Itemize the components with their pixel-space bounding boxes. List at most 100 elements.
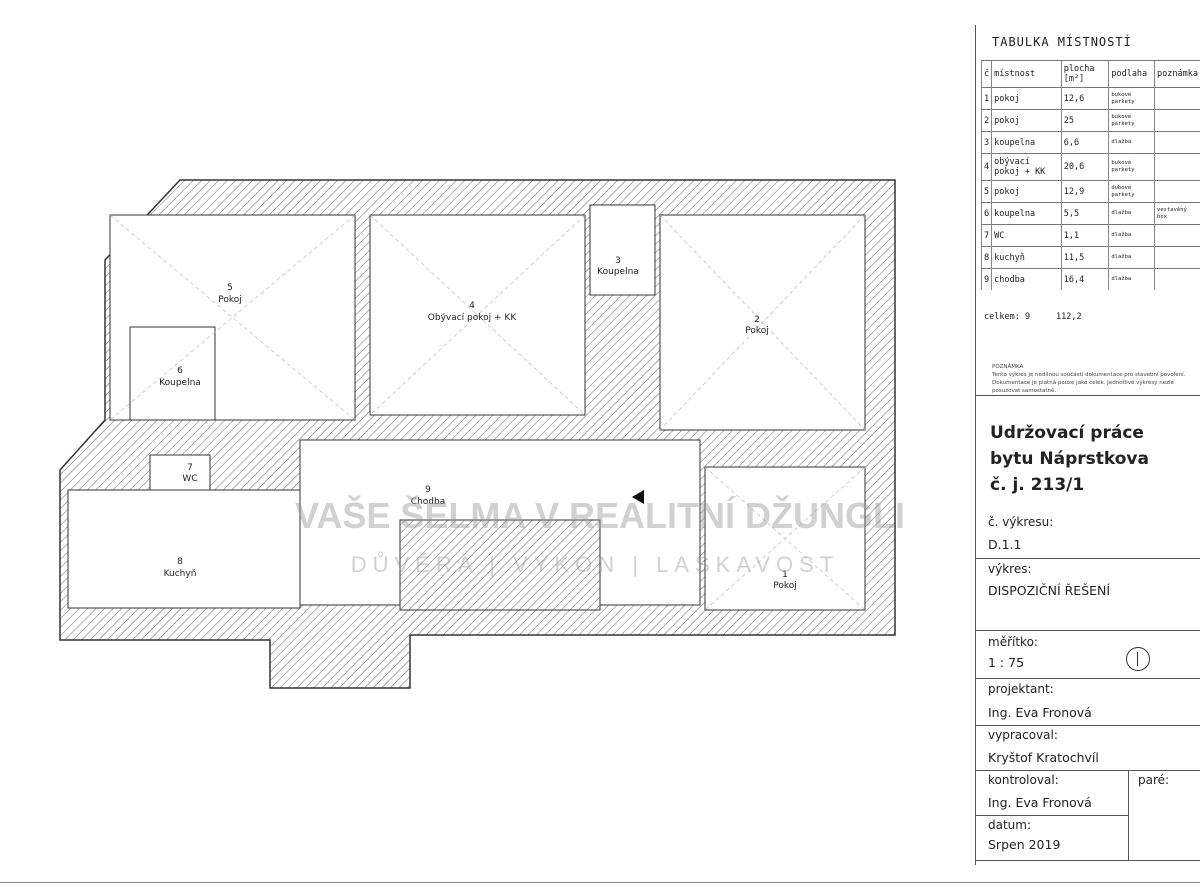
total-value: 112,2 (1056, 312, 1082, 322)
row-floor: dlažba (1108, 202, 1155, 225)
scale: 1 : 75 (988, 655, 1025, 670)
row-room: koupelna (991, 131, 1062, 154)
room-3 (589, 204, 656, 296)
row-no: 1 (980, 87, 992, 110)
row-floor: dlažba (1108, 224, 1155, 247)
row-no: 6 (980, 202, 992, 225)
title-block: TABULKA MÍSTNOSTÍ č místnost plocha [m²]… (975, 25, 1200, 865)
table-header: č místnost plocha [m²] podlaha poznámka (980, 60, 1200, 88)
drawing-no: D.1.1 (988, 537, 1022, 552)
row-no: 9 (980, 268, 992, 290)
row-note (1154, 268, 1200, 290)
row-room: koupelna (991, 202, 1062, 225)
checked-label: kontroloval: (988, 773, 1059, 787)
row-floor: dlažba (1108, 131, 1155, 154)
row-note (1154, 180, 1200, 203)
watermark-line2: DŮVĚRA | VÝKON | LASKAVOST (351, 552, 840, 577)
room-7 (149, 454, 211, 491)
designer-label: projektant: (988, 682, 1054, 696)
header-room: místnost (991, 60, 1062, 88)
drawing-name: DISPOZIČNÍ ŘEŠENÍ (988, 583, 1111, 598)
note-text: Tento výkres je nedílnou součástí dokume… (992, 372, 1186, 394)
drawn-label: vypracoval: (988, 728, 1058, 742)
copies-label: paré: (1138, 773, 1170, 787)
row-area: 6,6 (1060, 131, 1109, 154)
room-8-number: 8 (177, 557, 183, 567)
row-room: pokoj (991, 87, 1062, 110)
row-note (1154, 131, 1200, 154)
row-no: 3 (980, 131, 992, 154)
project-title: Udržovací práce bytu Náprstkova č. j. 21… (990, 420, 1149, 498)
note: POZNÁMKA Tento výkres je nedílnou součás… (992, 363, 1192, 395)
row-floor: dlažba (1108, 246, 1155, 269)
table-title: TABULKA MÍSTNOSTÍ (992, 35, 1132, 49)
header-area: plocha [m²] (1060, 60, 1109, 88)
drawn-by: Kryštof Kratochvíl (988, 750, 1099, 765)
room-labels: 1 Pokoj 2 Pokoj 3 Koupelna 4 Obývací pok… (159, 256, 797, 591)
room-1-number: 1 (782, 570, 788, 580)
room-5-number: 5 (227, 283, 233, 293)
header-no: č (980, 60, 992, 88)
row-area: 12,6 (1060, 87, 1109, 110)
total-label: celkem: 9 (984, 312, 1031, 322)
room-4-number: 4 (469, 301, 475, 311)
room-6-name: Koupelna (159, 378, 201, 388)
date: Srpen 2019 (988, 837, 1061, 852)
row-floor: dubové parkety (1108, 180, 1155, 203)
row-room: kuchyň (991, 246, 1062, 269)
header-note: poznámka (1154, 60, 1200, 88)
row-room: chodba (991, 268, 1062, 290)
staircase (399, 519, 601, 611)
header-floor: podlaha (1108, 60, 1155, 88)
row-room: pokoj (991, 109, 1062, 132)
checked-by: Ing. Eva Fronová (988, 795, 1092, 810)
room-3-name: Koupelna (597, 267, 639, 277)
row-area: 20,6 (1060, 153, 1109, 181)
note-title: POZNÁMKA (992, 364, 1024, 370)
watermark-line1: VAŠE ŠELMA V REALITNÍ DŽUNGLI (295, 494, 905, 536)
row-note (1154, 246, 1200, 269)
row-no: 7 (980, 224, 992, 247)
room-table: č místnost plocha [m²] podlaha poznámka … (980, 60, 1200, 290)
room-8-name: Kuchyň (164, 568, 197, 579)
row-note: vestavěný box (1154, 202, 1200, 225)
project-line-1: Udržovací práce (990, 423, 1144, 443)
row-floor: bukové parkety (1108, 109, 1155, 132)
project-line-3: č. j. 213/1 (990, 475, 1085, 495)
room-8 (67, 489, 301, 609)
row-room: WC (991, 224, 1062, 247)
row-floor: bukové parkety (1108, 153, 1155, 181)
row-note (1154, 153, 1200, 181)
row-area: 12,9 (1060, 180, 1109, 203)
scale-label: měřítko: (988, 635, 1038, 649)
room-7-name: WC (182, 474, 197, 484)
row-room: obývací pokoj + KK (991, 153, 1062, 181)
row-floor: bukové parkety (1108, 87, 1155, 110)
entrance-arrow-icon (632, 490, 644, 504)
room-6-number: 6 (177, 366, 183, 376)
row-note (1154, 224, 1200, 247)
room-4-name: Obývací pokoj + KK (428, 313, 518, 323)
designer: Ing. Eva Fronová (988, 705, 1092, 720)
room-4 (369, 214, 586, 416)
room-9-number: 9 (425, 485, 431, 495)
north-arrow-icon (1126, 647, 1150, 671)
row-area: 16,4 (1060, 268, 1109, 290)
drawing-label: výkres: (988, 562, 1032, 576)
room-2-name: Pokoj (745, 326, 769, 336)
sheet-bottom-line (0, 882, 1200, 883)
row-note (1154, 109, 1200, 132)
room-1-name: Pokoj (773, 581, 797, 591)
row-no: 8 (980, 246, 992, 269)
row-note (1154, 87, 1200, 110)
row-room: pokoj (991, 180, 1062, 203)
room-6 (129, 326, 216, 421)
room-5-name: Pokoj (218, 295, 242, 305)
